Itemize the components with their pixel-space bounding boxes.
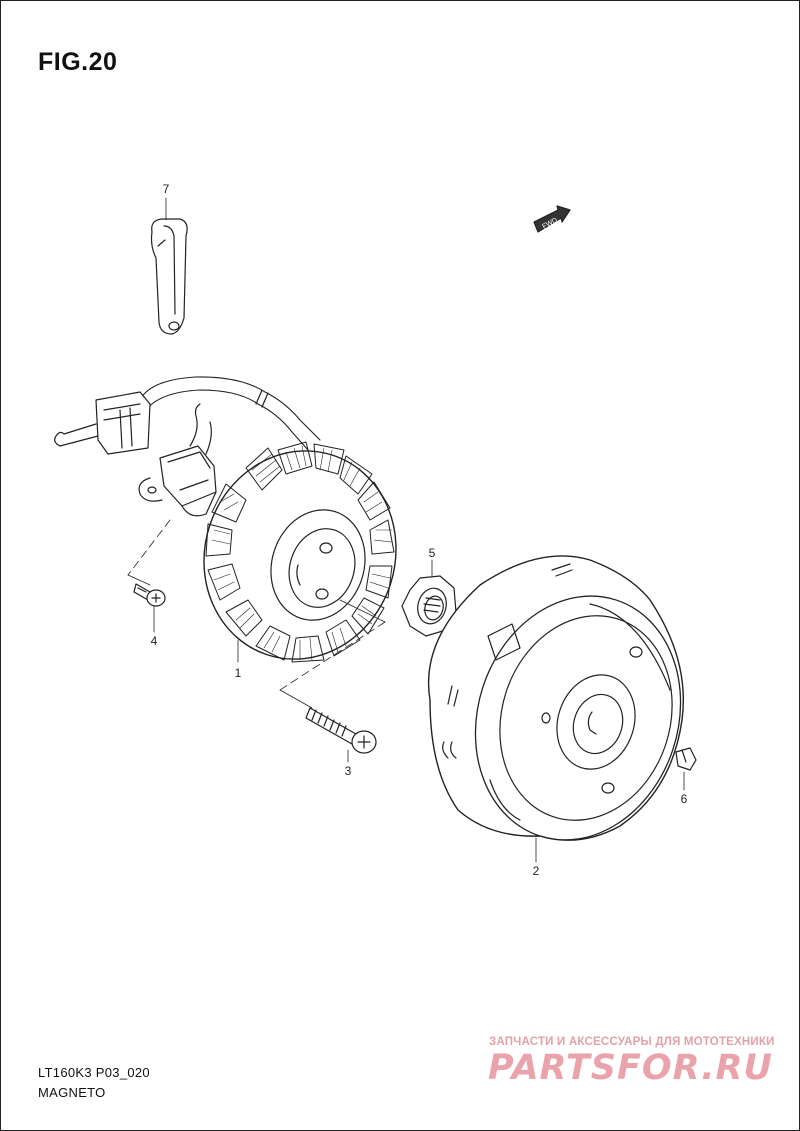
model-code: LT160K3 P03_020 (38, 1065, 150, 1080)
wire-clamp-part-7 (152, 219, 188, 334)
screw-part-4 (134, 584, 165, 632)
callout-2: 2 (532, 864, 540, 878)
stator-part-1 (177, 426, 423, 684)
watermark-tagline: ЗАПЧАСТИ И АКСЕССУАРЫ ДЛЯ МОТОТЕХНИКИ (489, 1036, 775, 1048)
watermark-logo: PARTSFOR.RU (488, 1048, 773, 1088)
stator-leader-lines (128, 520, 385, 708)
callout-6: 6 (680, 792, 688, 806)
rotor-part-2 (429, 556, 712, 867)
callout-4: 4 (150, 634, 158, 648)
callout-7: 7 (162, 182, 170, 196)
figure-title: FIG.20 (38, 48, 118, 76)
wire-harness (55, 377, 320, 516)
screw-part-3 (306, 708, 376, 762)
callout-3: 3 (344, 764, 352, 778)
callout-5: 5 (428, 546, 436, 560)
fwd-arrow-icon (534, 206, 570, 232)
section-name: MAGNETO (38, 1085, 106, 1100)
key-part-6 (676, 748, 696, 790)
callout-1: 1 (234, 666, 242, 680)
